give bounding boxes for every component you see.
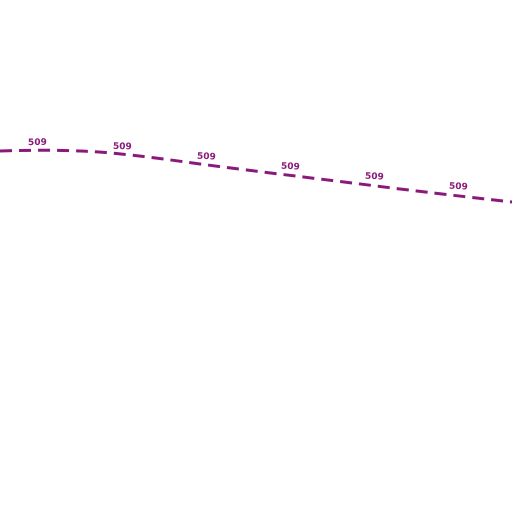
route-ref-label: 509	[365, 172, 384, 183]
route-ref-label: 509	[113, 142, 132, 153]
route-509-line[interactable]	[0, 148, 512, 204]
route-ref-label: 509	[449, 182, 468, 193]
route-ref-label: 509	[197, 152, 216, 163]
route-ref-label: 509	[281, 162, 300, 173]
route-labels: 509 509 509 509 509 509	[28, 138, 468, 193]
route-ref-label: 509	[28, 138, 47, 148]
